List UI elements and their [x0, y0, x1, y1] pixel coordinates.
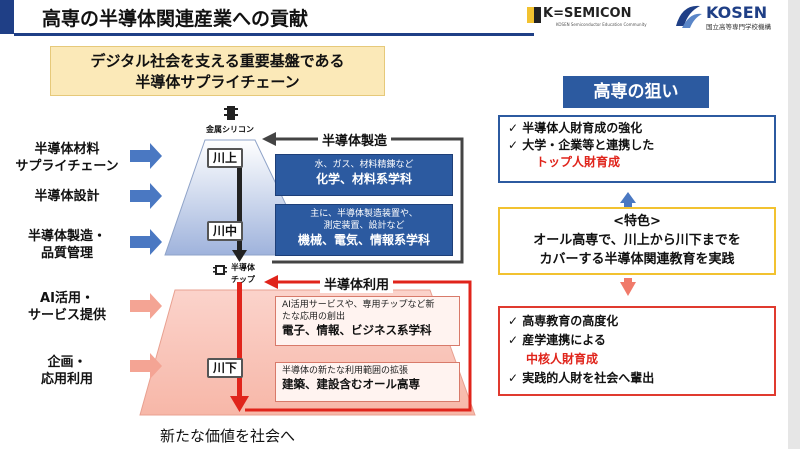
header-underline	[14, 33, 534, 36]
electronics-dept-desc2: たな応用の創出	[282, 312, 346, 322]
arrow-ai	[130, 293, 162, 319]
arrow-manufacturing	[130, 229, 162, 255]
chip-icon	[212, 262, 228, 278]
page-title: 高専の半導体関連産業への貢献	[42, 8, 309, 30]
all-kosen-desc: 半導体の新たな利用範囲の拡張	[282, 366, 409, 376]
aims-title: 高専の狙い	[563, 76, 709, 108]
ksemicon-logo-sub: KOSEN Semiconductor Education Community	[556, 22, 647, 27]
midstream-box: 川中	[207, 221, 243, 241]
arrow-up-to-aims	[620, 192, 636, 207]
vertical-flow-line-black	[237, 160, 242, 255]
label-materials-line1: 半導体材料	[34, 142, 100, 157]
check-icon: ✓	[508, 371, 523, 385]
results-item2-text: 産学連携による	[522, 333, 606, 347]
arrow-down-to-results	[620, 278, 636, 296]
aims-item1: ✓ 半導体人財育成の強化	[508, 120, 766, 137]
feature-box: <特色> オール高専で、川上から川下までを カバーする半導体関連教育を実践	[498, 207, 776, 275]
results-item3: ✓ 実践的人財を社会へ輩出	[508, 369, 766, 388]
check-icon: ✓	[508, 314, 523, 328]
feature-line1: オール高専で、川上から川下までを	[533, 233, 741, 248]
all-kosen-box: 半導体の新たな利用範囲の拡張 建築、建設含むオール高専	[275, 362, 460, 402]
downstream-box: 川下	[207, 358, 243, 378]
chip-label-line2: チップ	[231, 275, 255, 284]
arrow-design	[130, 183, 162, 209]
arrow-planning	[130, 353, 162, 379]
arrow-materials	[130, 143, 162, 169]
machinery-dept-name: 機械、電気、情報系学科	[297, 233, 430, 247]
kosen-logo-sub: 国立高等専門学校機構	[706, 23, 771, 31]
aims-item2-text: 大学・企業等と連携した	[522, 138, 655, 152]
upstream-box: 川上	[207, 148, 243, 168]
electronics-dept-name: 電子、情報、ビジネス系学科	[282, 323, 432, 337]
results-item1-text: 高専教育の高度化	[522, 314, 619, 328]
results-box: ✓ 高専教育の高度化 ✓ 産学連携による 中核人財育成 ✓ 実践的人財を社会へ輩…	[498, 306, 776, 396]
manufacturing-arrow-head	[262, 132, 276, 146]
utilization-label: 半導体利用	[320, 274, 394, 293]
label-ai-line2: サービス提供	[27, 308, 106, 323]
label-manufacturing-line2: 品質管理	[40, 246, 93, 261]
label-ai-line1: AI活用・	[40, 291, 94, 306]
results-item1: ✓ 高専教育の高度化	[508, 312, 766, 331]
feature-line2: カバーする半導体関連教育を実践	[539, 252, 735, 267]
aims-item2-red: トップ人財育成	[536, 155, 621, 169]
label-manufacturing-line1: 半導体製造・	[27, 229, 106, 244]
kosen-logo: KOSEN	[706, 3, 768, 22]
electronics-dept-desc1: AI活用サービスや、専用チップなど新	[282, 300, 435, 310]
check-icon: ✓	[508, 333, 523, 347]
chip-label-line1: 半導体	[231, 263, 255, 272]
silicon-icon	[224, 104, 238, 122]
utilization-arrow-head	[264, 275, 278, 289]
machinery-dept-box: 主に、半導体製造装置や、 測定装置、設計など 機械、電気、情報系学科	[275, 204, 453, 256]
materials-dept-name: 化学、材料系学科	[315, 172, 412, 186]
check-icon: ✓	[508, 138, 523, 152]
label-planning-line1: 企画・	[47, 355, 87, 370]
check-icon: ✓	[508, 121, 523, 135]
feature-title: <特色>	[613, 214, 661, 229]
label-planning-line2: 応用利用	[40, 372, 93, 387]
silicon-label: 金属シリコン	[206, 125, 254, 134]
kosen-logo-mark-icon	[672, 2, 704, 32]
bottom-text: 新たな価値を社会へ	[160, 427, 296, 445]
results-item2-red: 中核人財育成	[526, 352, 599, 366]
header-bar	[0, 0, 788, 34]
materials-dept-desc: 水、ガス、材料精錬など	[314, 160, 414, 170]
materials-dept-box: 水、ガス、材料精錬など 化学、材料系学科	[275, 154, 453, 196]
aims-item2: ✓ 大学・企業等と連携した	[508, 137, 766, 154]
ksemicon-logo-mark-icon	[527, 7, 541, 23]
vertical-flow-line-red	[237, 282, 242, 400]
results-item2: ✓ 産学連携による	[508, 331, 766, 350]
aims-box: ✓ 半導体人財育成の強化 ✓ 大学・企業等と連携した トップ人財育成	[498, 115, 776, 183]
vertical-flow-head-red	[230, 396, 249, 412]
ksemicon-logo: K=SEMICON	[543, 6, 632, 21]
results-item3-text: 実践的人財を社会へ輩出	[522, 371, 655, 385]
subtitle-line2: 半導体サプライチェーン	[135, 73, 300, 91]
all-kosen-name: 建築、建設含むオール高専	[282, 377, 420, 391]
electronics-dept-box: AI活用サービスや、専用チップなど新 たな応用の創出 電子、情報、ビジネス系学科	[275, 296, 460, 346]
header-accent	[0, 0, 14, 34]
subtitle-box: デジタル社会を支える重要基盤である 半導体サプライチェーン	[50, 46, 385, 96]
manufacturing-label: 半導体製造	[318, 130, 392, 149]
label-materials-line2: サプライチェーン	[15, 159, 119, 174]
label-design: 半導体設計	[34, 189, 100, 204]
machinery-dept-desc2: 測定装置、設計など	[323, 221, 405, 231]
subtitle-line1: デジタル社会を支える重要基盤である	[90, 52, 345, 70]
vertical-flow-head-black	[232, 250, 247, 262]
aims-item1-text: 半導体人財育成の強化	[522, 121, 643, 135]
machinery-dept-desc1: 主に、半導体製造装置や、	[310, 209, 418, 219]
